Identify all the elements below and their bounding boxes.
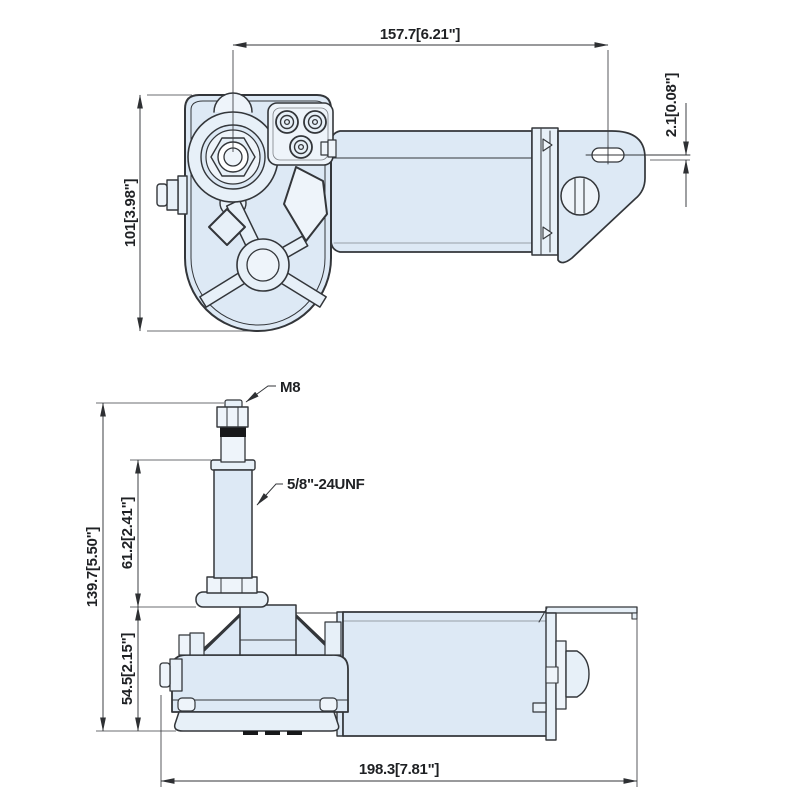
shaft-upper-section	[220, 435, 246, 463]
motor-body-bottom-view	[336, 611, 549, 737]
bracket-flange	[545, 606, 638, 614]
bracket-screw-head	[560, 176, 600, 216]
dim-label-shaft-exposed: 61.2[2.41"]	[119, 497, 136, 569]
dim-label-slot-offset: 2.1[0.08"]	[663, 73, 680, 137]
dimension-overall-length: 198.3[7.81"]	[160, 616, 638, 787]
label-shaft-thread: 5/8"-24UNF	[287, 476, 365, 493]
output-shaft-boss	[187, 92, 279, 203]
callout-m8: M8	[245, 379, 301, 403]
dim-label-overall-height: 101[3.98"]	[122, 179, 139, 248]
terminal-2	[303, 110, 327, 134]
cover-shield-plate	[283, 166, 328, 242]
output-shaft-assembly	[195, 399, 269, 608]
side-connector-plug-top-view	[156, 175, 188, 215]
gearbox-foot-right	[319, 697, 338, 712]
gearbox-housing-bottom-view	[171, 612, 349, 735]
shaft-mount-structure	[178, 604, 342, 656]
cover-hub	[236, 238, 290, 292]
bearing-boss-dome	[565, 650, 590, 698]
crimp-tab-bottom	[542, 226, 553, 240]
shaft-top-nut	[216, 399, 249, 428]
motor-end-cap-top-view	[531, 127, 559, 256]
terminal-3	[289, 135, 313, 159]
terminal-1	[275, 110, 299, 134]
top-view: 157.7[6.21"] 2.1[0.08"] 101[3.98"]	[122, 26, 691, 332]
dimension-overall-height: 101[3.98"]	[122, 94, 256, 332]
dim-label-total-height: 139.7[5.50"]	[84, 527, 101, 608]
dimension-overall-width: 157.7[6.21"]	[232, 26, 609, 152]
dim-label-overall-width: 157.7[6.21"]	[380, 26, 461, 43]
dim-label-lower-body: 54.5[2.15"]	[119, 633, 136, 705]
gearbox-bottom-cover	[173, 711, 340, 732]
dimension-lower-body: 54.5[2.15"]	[119, 606, 141, 732]
terminal-block	[267, 102, 337, 166]
threaded-sleeve	[210, 459, 256, 579]
dimension-shaft-exposed: 61.2[2.41"]	[119, 459, 211, 608]
block-tab	[320, 141, 329, 156]
dim-label-overall-length: 198.3[7.81"]	[359, 761, 440, 778]
bottom-view: M8 5/8"-24UNF 139.7[5.50"] 61.2[2.41"] 5…	[84, 379, 638, 787]
shaft-seal-band	[220, 426, 246, 437]
mounting-bracket-top-view	[557, 130, 691, 264]
dimension-slot-offset: 2.1[0.08"]	[650, 73, 690, 207]
shaft-lower-nut	[206, 576, 258, 594]
gearbox-foot-left	[177, 697, 196, 712]
crimp-tab-top	[542, 138, 553, 152]
shaft-flange-disc	[195, 591, 269, 608]
side-connector-plug-bottom-view	[159, 658, 183, 692]
callout-shaft-thread: 5/8"-24UNF	[256, 476, 365, 506]
mounting-bracket-bottom-view	[532, 606, 638, 741]
label-nut-thread: M8	[280, 379, 300, 396]
motor-body-top-view	[330, 130, 533, 253]
cover-diamond-plate	[208, 208, 246, 246]
